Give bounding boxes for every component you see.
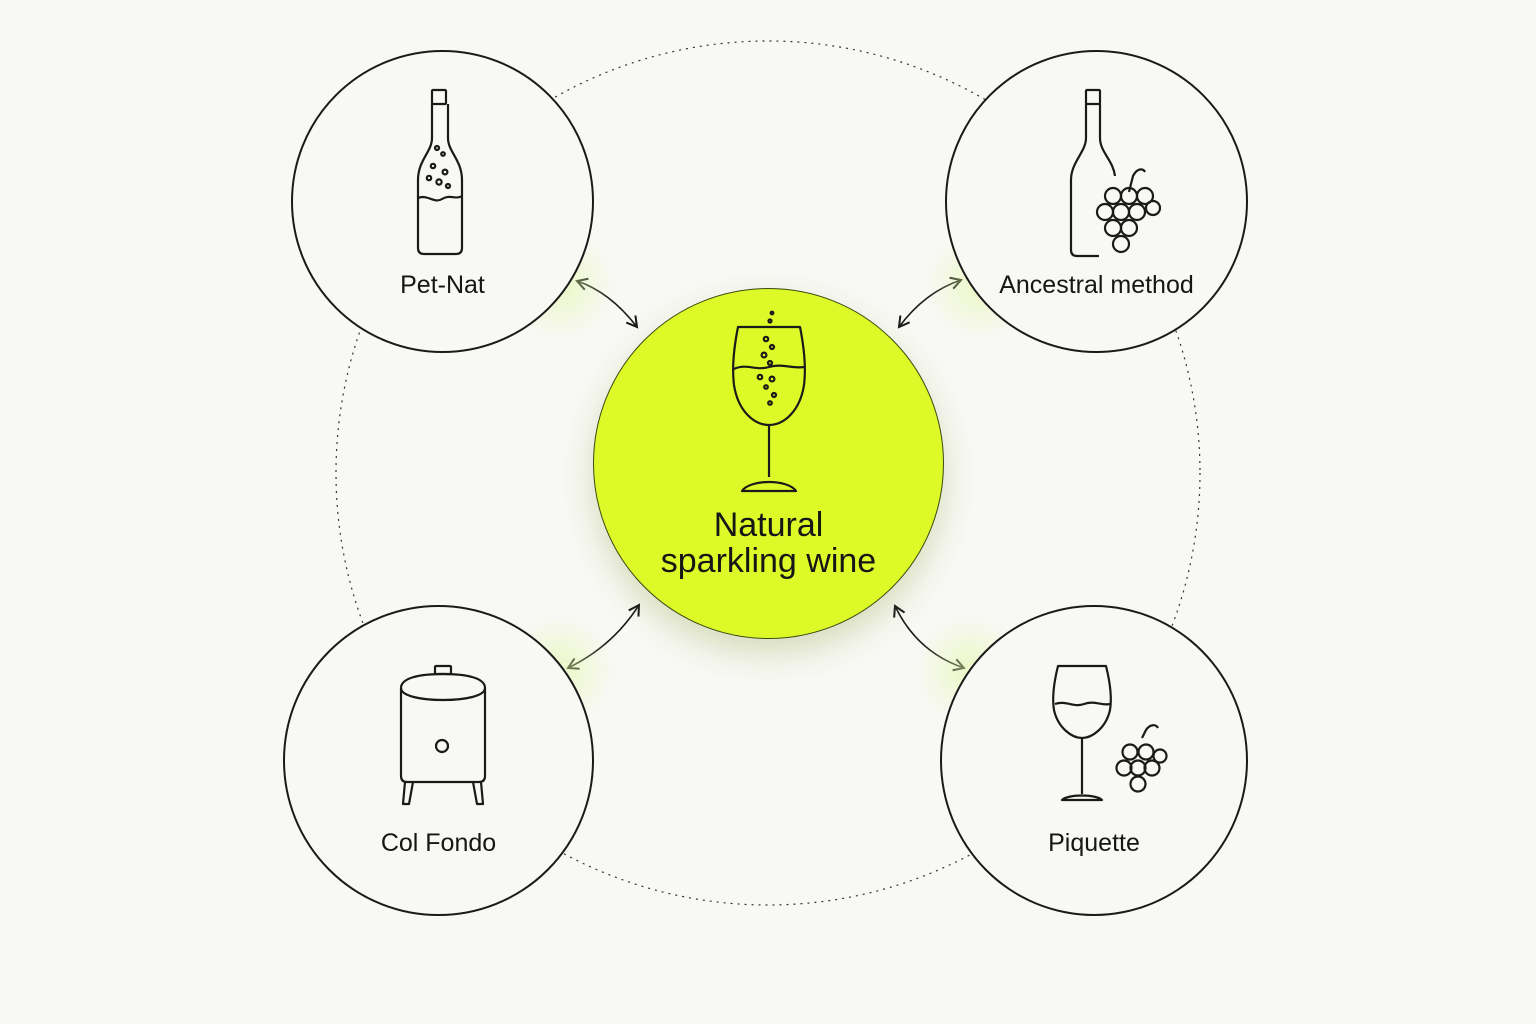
pet-nat-label: Pet-Nat — [400, 271, 485, 299]
sparkling-bottle-icon — [416, 88, 464, 256]
piquette-label: Piquette — [1048, 829, 1140, 857]
center-label-line1: Natural — [713, 506, 824, 544]
sparkling-wine-glass-icon — [732, 310, 806, 493]
orbit-ring — [335, 40, 1201, 906]
col-fondo-label: Col Fondo — [380, 829, 497, 857]
node-piquette: Piquette — [940, 605, 1248, 916]
ancestral-method-label: Ancestral method — [999, 271, 1194, 299]
node-natural-sparkling-wine: Natural sparkling wine — [593, 288, 944, 639]
wine-glass-with-grapes-icon — [1052, 664, 1168, 802]
fermentation-tank-icon — [399, 664, 487, 806]
node-col-fondo: Col Fondo — [283, 605, 594, 916]
bottle-with-grapes-icon — [1069, 88, 1162, 258]
center-label-line2: sparkling wine — [660, 542, 877, 580]
node-ancestral-method: Ancestral method — [945, 50, 1248, 353]
node-pet-nat: Pet-Nat — [291, 50, 594, 353]
